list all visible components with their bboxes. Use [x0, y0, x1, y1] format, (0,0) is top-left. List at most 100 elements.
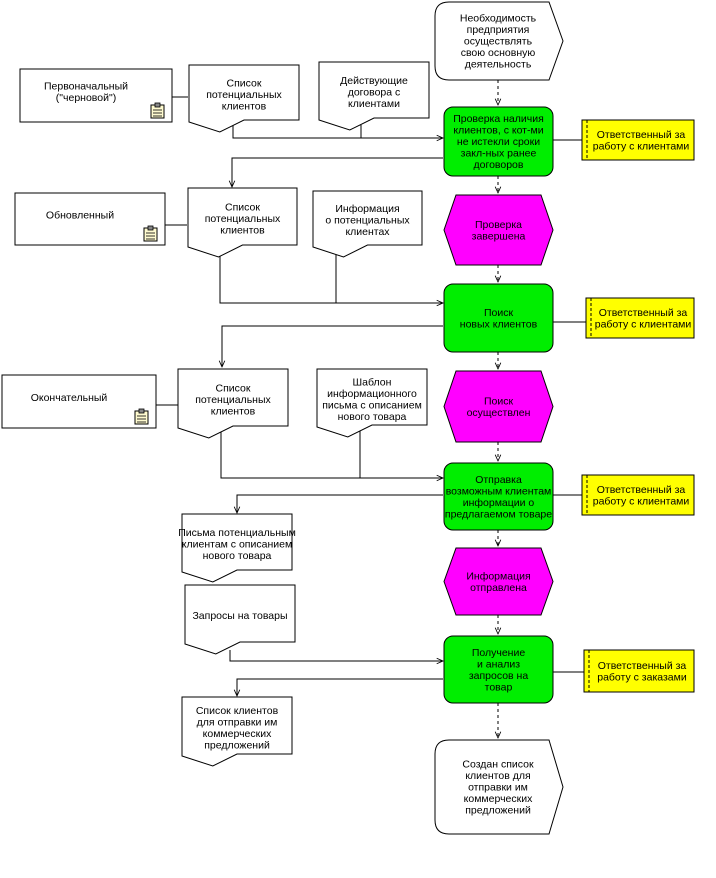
node-text-line: работу с клиентами: [593, 495, 690, 507]
node-text-line: информации о: [463, 497, 535, 509]
node-text-line: возможным клиентам: [446, 485, 552, 497]
node-text-line: клиентам с описанием: [182, 539, 292, 551]
node-text-line: Список: [227, 78, 262, 90]
node-text-line: потенциальных: [206, 89, 282, 101]
clipboard-icon: [143, 225, 158, 242]
node-text-line: Ответственный за: [597, 129, 686, 141]
node-text-line: Поиск: [484, 307, 514, 319]
node-text-line: завершена: [472, 230, 526, 242]
node-text-line: не истекли сроки: [457, 136, 540, 148]
node-text-line: товар: [485, 681, 513, 693]
node-text-line: коммерческих: [464, 793, 533, 805]
node-text-line: потенциальных: [205, 213, 281, 225]
node-text-line: работу с клиентами: [593, 140, 690, 152]
node-text-line: клиентов, с кот-ми: [453, 125, 543, 137]
node-text-line: Письма потенциальным: [178, 527, 296, 539]
node-text-line: предложений: [204, 739, 270, 751]
node-text-line: новых клиентов: [460, 318, 538, 330]
node-text-line: деятельность: [465, 59, 532, 71]
node-text-line: предприятия: [467, 24, 530, 36]
node-text-line: письма с описанием: [322, 399, 422, 411]
node-text-line: Первоначальный: [44, 80, 128, 92]
connectors: [156, 80, 586, 738]
nodes: Необходимостьпредприятияосуществлятьсвою…: [1, 1, 695, 835]
node-text-line: коммерческих: [203, 728, 272, 740]
node-text-line: Обновленный: [46, 210, 114, 222]
node-text-line: клиентах: [345, 226, 390, 238]
node-text-line: запросов на: [469, 670, 529, 682]
node-text-line: Ответственный за: [597, 484, 686, 496]
node-text-line: договора с: [348, 87, 401, 99]
node-text-line: ("черновой"): [56, 92, 116, 104]
node-text-line: клиентов: [211, 406, 256, 418]
output-edge: [237, 494, 443, 513]
node-text-line: работу с клиентами: [595, 318, 692, 330]
input-edge: [232, 125, 443, 138]
node-text-line: предлагаемом товаре: [445, 508, 552, 520]
node-text-line: договоров: [474, 159, 524, 171]
node-text-line: закл-ных ранее: [461, 148, 537, 160]
node-text-line: клиентов для: [465, 770, 530, 782]
node-text-line: клиентами: [348, 98, 400, 110]
output-edge: [232, 157, 443, 187]
node-text-line: Информация: [335, 203, 399, 215]
node-text-line: Ответственный за: [599, 307, 688, 319]
node-text-line: Ответственный за: [598, 660, 687, 672]
node-text-line: отправлена: [470, 582, 527, 594]
input-edge: [229, 650, 443, 661]
node-text-line: осуществлен: [467, 407, 531, 419]
node-text-line: Необходимость: [460, 13, 537, 25]
node-text-line: работу с заказами: [597, 671, 687, 683]
node-text-line: Поиск: [484, 395, 514, 407]
input-edge: [220, 430, 443, 478]
node-text-line: Шаблон: [353, 376, 392, 388]
output-edge: [237, 678, 443, 696]
node-text-line: Список: [225, 202, 260, 214]
status-final: Окончательный: [1, 374, 157, 429]
node-text-line: Отправка: [475, 474, 522, 486]
output-edge: [222, 325, 443, 367]
node-text-line: потенциальных: [195, 394, 271, 406]
node-text-line: Список клиентов: [196, 705, 279, 717]
node-text-line: Информация: [466, 570, 530, 582]
node-text-line: Получение: [472, 647, 526, 659]
node-text-line: клиентов: [220, 225, 265, 237]
node-text-line: клиентов: [222, 101, 267, 113]
node-text-line: предложений: [465, 805, 531, 817]
status-updated: Обновленный: [14, 192, 166, 246]
node-text-line: нового товара: [203, 550, 272, 562]
node-text-line: для отправки им: [197, 716, 278, 728]
node-text-line: Запросы на товары: [192, 610, 287, 622]
node-text-line: Действующие: [340, 75, 408, 87]
node-text-line: Проверка наличия: [453, 113, 544, 125]
node-text-line: о потенциальных: [325, 215, 410, 227]
start-event: Необходимостьпредприятияосуществлятьсвою…: [434, 1, 564, 81]
node-text-line: Окончательный: [31, 392, 108, 404]
node-text-line: свою основную: [461, 47, 536, 59]
node-text-line: отправки им: [468, 782, 528, 794]
node-text-line: информационного: [327, 388, 417, 400]
node-text-line: и анализ: [477, 658, 520, 670]
node-text-line: нового товара: [338, 411, 407, 423]
clipboard-icon: [134, 408, 149, 425]
